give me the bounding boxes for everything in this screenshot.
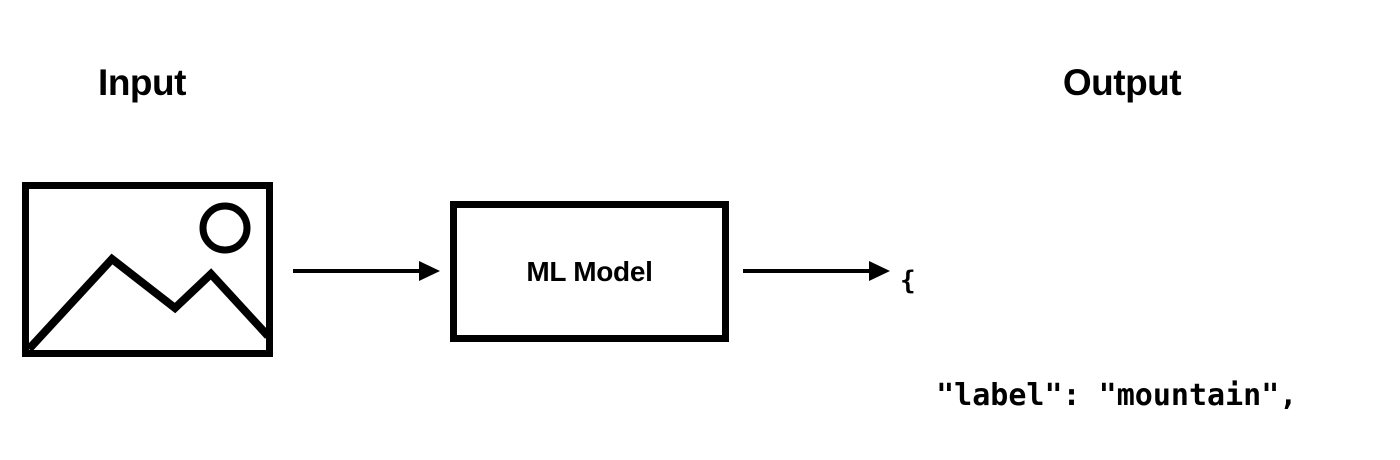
mountain-path <box>26 253 271 352</box>
ml-model-label: ML Model <box>526 255 653 287</box>
arrow-model-to-output <box>743 256 893 286</box>
sun-circle <box>199 202 251 254</box>
input-section-title: Input <box>98 62 186 103</box>
image-placeholder-icon <box>22 182 273 357</box>
output-section-title: Output <box>1062 62 1182 103</box>
ml-model-box[interactable]: ML Model <box>450 201 729 342</box>
arrow-input-to-model <box>293 256 443 286</box>
json-line-label: "label": "mountain", <box>900 378 1298 413</box>
json-open-brace: { <box>900 266 916 296</box>
output-json-block: { "label": "mountain", "probability": 0.… <box>900 186 1297 460</box>
image-frame-rect <box>22 182 273 357</box>
